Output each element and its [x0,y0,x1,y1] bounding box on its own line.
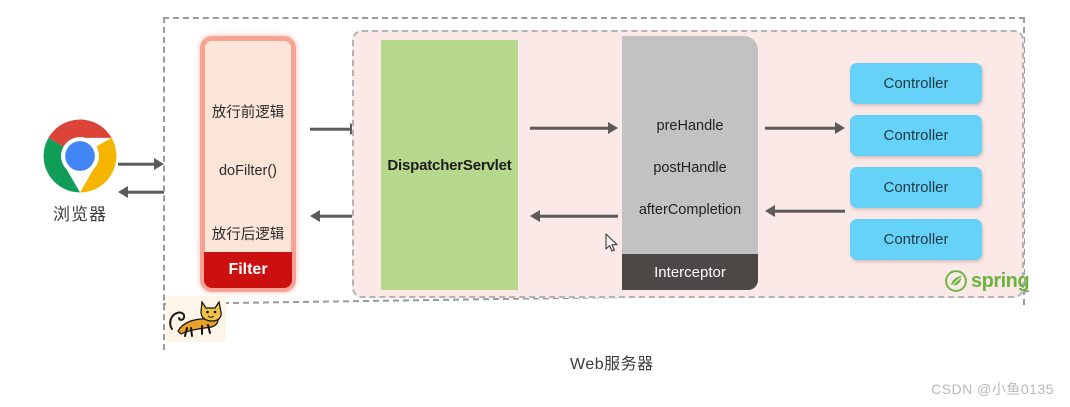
controller-label: Controller [883,231,949,248]
watermark: CSDN @小鱼0135 [931,381,1054,397]
filter-box: 放行前逻辑 doFilter() 放行后逻辑 Filter [200,36,296,292]
web-server-boundary [163,17,1029,350]
arrow-server-to-browser [118,185,164,199]
dispatcher-servlet-box: DispatcherServlet [381,40,518,290]
interceptor-posthandle-label: postHandle [653,160,727,176]
tomcat-logo [166,296,226,342]
web-server-border-left [163,17,165,350]
spring-leaf-icon [945,270,967,292]
spring-logo: spring [945,269,1030,292]
controller-box: Controller [850,219,982,260]
arrow-browser-to-server [118,157,164,171]
interceptor-body: preHandle postHandle afterCompletion [622,36,758,254]
arrow-interceptor-to-dispatcher [530,209,618,223]
filter-dofilter-label: doFilter() [218,163,277,179]
filter-post-label: 放行后逻辑 [211,227,285,243]
arrow-dispatcher-to-interceptor [530,121,618,135]
arrow-dispatcher-to-filter [310,209,360,223]
controller-box: Controller [850,63,982,104]
web-server-border-top [163,17,1025,19]
chrome-logo [43,119,117,193]
browser-label: 浏览器 [53,205,107,224]
filter-footer-label: Filter [204,252,292,288]
interceptor-prehandle-label: preHandle [656,118,724,134]
controller-label: Controller [883,179,949,196]
web-server-border-right [1023,17,1025,305]
spring-wordmark: spring [971,269,1030,292]
dispatcher-servlet-label: DispatcherServlet [387,156,512,174]
web-server-label: Web服务器 [570,356,654,373]
arrow-interceptor-to-controller [765,121,845,135]
interceptor-footer-label: Interceptor [622,254,758,290]
arrow-controller-to-interceptor [765,204,845,218]
controller-box: Controller [850,167,982,208]
controller-label: Controller [883,75,949,92]
mouse-cursor [605,233,618,252]
filter-pre-label: 放行前逻辑 [211,105,285,121]
controller-box: Controller [850,115,982,156]
browser-group: 浏览器 [20,118,140,225]
interceptor-box: preHandle postHandle afterCompletion Int… [622,36,758,290]
controller-label: Controller [883,127,949,144]
interceptor-aftercompletion-label: afterCompletion [638,202,742,218]
